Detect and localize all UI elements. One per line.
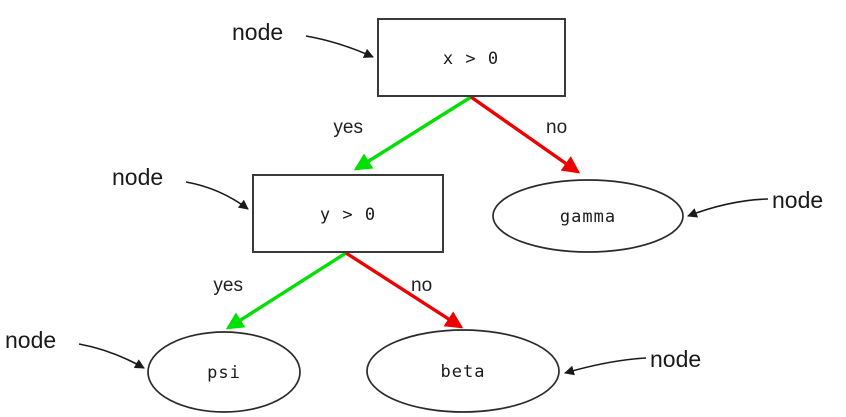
node-root-box[interactable] — [377, 18, 566, 97]
edge-root-no: no — [470, 95, 581, 174]
annotation-root-arrow — [305, 35, 374, 58]
node-gamma-ellipse[interactable] — [492, 179, 684, 253]
annotation-second: node — [112, 164, 249, 210]
annotation-beta-label: node — [650, 346, 701, 372]
edge-second-no: no — [345, 251, 464, 329]
annotation-gamma: node — [687, 187, 823, 218]
node-gamma[interactable]: gamma — [492, 179, 684, 253]
node-gamma-label: gamma — [560, 207, 616, 227]
annotation-gamma-label: node — [772, 187, 823, 213]
edge-root-no-line — [470, 95, 581, 174]
node-psi[interactable]: psi — [147, 331, 301, 413]
edge-label-root-no: no — [546, 117, 567, 138]
edge-second-yes-line — [225, 251, 347, 330]
annotation-gamma-arrow — [687, 198, 769, 218]
edge-root-yes: yes — [333, 95, 472, 171]
annotation-root-label: node — [232, 19, 283, 45]
annotation-beta: node — [564, 346, 701, 376]
edge-root-yes-line — [353, 95, 472, 171]
annotation-psi: node — [5, 327, 145, 369]
node-second-box[interactable] — [252, 174, 444, 253]
annotation-second-label: node — [112, 164, 163, 190]
annotation-root: node — [232, 19, 374, 58]
annotation-beta-arrow — [564, 357, 647, 376]
node-beta-ellipse[interactable] — [366, 329, 560, 413]
node-beta-label: beta — [441, 362, 486, 382]
annotation-psi-arrow — [78, 343, 145, 369]
node-psi-ellipse[interactable] — [147, 331, 301, 413]
node-second-label: y > 0 — [320, 205, 376, 225]
node-root[interactable]: x > 0 — [377, 18, 566, 97]
annotation-psi-label: node — [5, 327, 56, 353]
edge-label-root-yes: yes — [333, 117, 363, 138]
edge-label-second-no: no — [411, 275, 432, 296]
node-second[interactable]: y > 0 — [252, 174, 444, 253]
node-root-label: x > 0 — [443, 49, 499, 69]
edge-second-no-line — [345, 251, 464, 329]
node-beta[interactable]: beta — [366, 329, 560, 413]
node-psi-label: psi — [207, 363, 241, 383]
annotation-second-arrow — [185, 181, 249, 210]
edge-second-yes: yes — [213, 251, 347, 330]
edge-label-second-yes: yes — [213, 275, 243, 296]
